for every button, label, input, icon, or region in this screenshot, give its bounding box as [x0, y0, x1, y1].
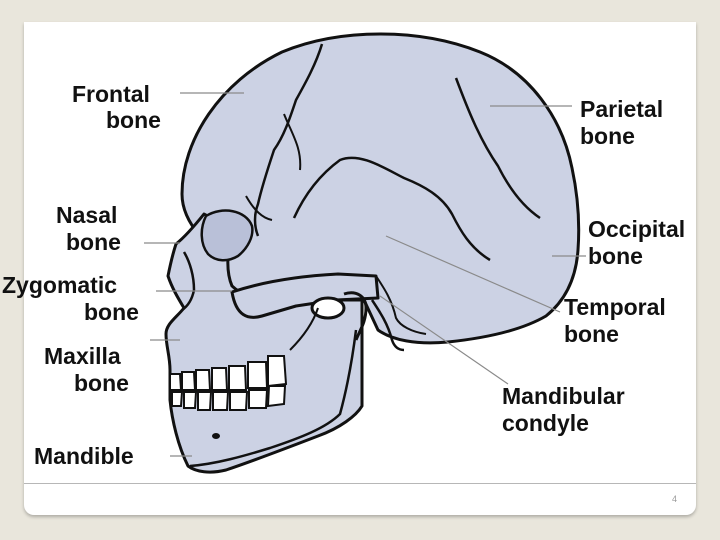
- label-condyle-line1: Mandibular: [502, 383, 625, 409]
- label-occipital-line1: Occipital: [588, 216, 685, 242]
- nasal-aperture: [181, 251, 196, 312]
- lower-teeth: [171, 385, 287, 411]
- temporal-boundary: [375, 275, 427, 335]
- label-maxilla-line2: bone: [74, 370, 129, 396]
- tooth: [197, 391, 213, 411]
- leader-condyle: [379, 295, 509, 385]
- page-number: 4: [672, 494, 678, 504]
- label-parietal-line2: bone: [580, 123, 635, 149]
- coronoid-process: [289, 307, 319, 351]
- tooth: [248, 389, 269, 409]
- label-temporal-line1: Temporal: [564, 294, 666, 320]
- top-band: [0, 0, 720, 22]
- tooth: [211, 367, 229, 391]
- label-condyle-line2: condyle: [502, 410, 589, 436]
- label-zygomatic-line1: Zygomatic: [2, 272, 117, 298]
- label-temporal-line2: bone: [564, 321, 619, 347]
- tooth: [266, 385, 287, 408]
- orbit: [200, 209, 254, 262]
- squamous-suture: [292, 156, 491, 262]
- label-occipital-line2: bone: [588, 243, 643, 269]
- frontal-suture-detail: [245, 113, 302, 221]
- leader-lines: [144, 92, 586, 457]
- label-frontal-line1: Frontal: [72, 81, 150, 107]
- label-mandible: Mandible: [34, 443, 134, 469]
- mastoid-process: [370, 299, 405, 352]
- tooth: [212, 391, 230, 411]
- label-nasal-line1: Nasal: [56, 202, 117, 228]
- upper-teeth: [169, 355, 288, 391]
- lambdoid-suture: [454, 77, 541, 220]
- tooth: [169, 373, 183, 391]
- tooth: [183, 391, 198, 409]
- tooth: [171, 391, 184, 407]
- coronal-suture: [253, 43, 324, 237]
- mental-foramen: [212, 433, 220, 439]
- slide-bottom-rule: [24, 483, 696, 484]
- label-nasal-line2: bone: [66, 229, 121, 255]
- tooth: [267, 355, 288, 388]
- labels: Frontal bone Parietal bone Nasal bone Oc…: [2, 81, 685, 469]
- tooth: [247, 361, 269, 389]
- leader-temporal: [385, 235, 561, 313]
- tooth: [195, 369, 212, 391]
- tooth: [229, 391, 249, 411]
- tooth: [181, 371, 197, 391]
- tooth: [228, 365, 248, 391]
- ear-canal: [310, 296, 346, 320]
- mandible-outline: [189, 329, 358, 468]
- label-parietal-line1: Parietal: [580, 96, 663, 122]
- label-maxilla-line1: Maxilla: [44, 343, 121, 369]
- label-zygomatic-line2: bone: [84, 299, 139, 325]
- skull-illustration: [164, 32, 581, 474]
- label-frontal-line2: bone: [106, 107, 161, 133]
- mandibular-condyle-shape: [343, 291, 368, 341]
